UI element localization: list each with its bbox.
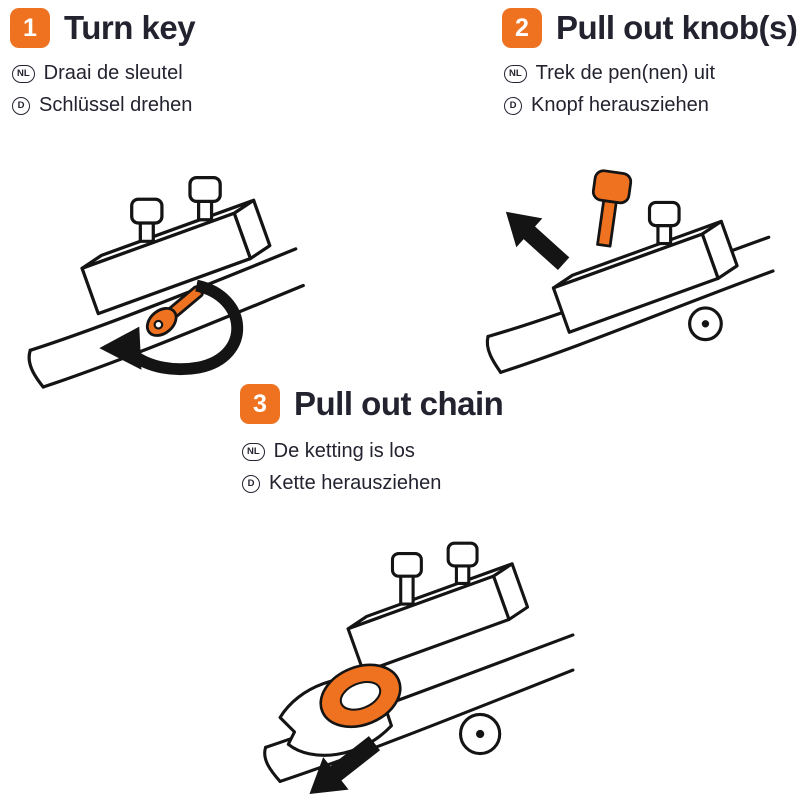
pulled-knob-icon <box>591 169 633 248</box>
translation-text: Schlüssel drehen <box>39 94 193 116</box>
knob-icon <box>647 200 681 246</box>
lang-badge-de: D <box>504 96 522 115</box>
translation-text: Knopf herausziehen <box>531 94 709 116</box>
translation-row: D Schlüssel drehen <box>12 94 192 117</box>
step-3-header: 3 Pull out chain <box>240 384 504 424</box>
key-icon <box>145 285 204 337</box>
translation-row: NL De ketting is los <box>242 440 441 463</box>
step-title: Pull out knob(s) <box>556 9 798 46</box>
lock-body-icon <box>346 562 530 674</box>
lang-badge-de: D <box>12 96 30 115</box>
wheel-icon <box>458 712 502 756</box>
step-title: Turn key <box>64 9 196 46</box>
translation-text: Trek de pen(nen) uit <box>535 62 716 84</box>
translation-text: De ketting is los <box>273 440 415 462</box>
translation-row: NL Trek de pen(nen) uit <box>504 62 715 85</box>
lock-body-icon <box>551 219 739 334</box>
step-number-badge: 3 <box>240 384 280 424</box>
rotate-arrow-icon <box>99 279 244 376</box>
chain-ring-icon <box>319 663 402 729</box>
wheel-icon <box>688 306 723 342</box>
step-number-badge: 2 <box>502 8 542 48</box>
step-title: Pull out chain <box>294 385 504 422</box>
translation-text: Draai de sleutel <box>43 62 183 84</box>
lang-badge-nl: NL <box>504 64 527 83</box>
translation-row: D Kette herausziehen <box>242 472 441 495</box>
frame-tube-icon <box>27 247 305 389</box>
knob-icon <box>390 541 479 606</box>
step-2-translations: NL Trek de pen(nen) uit D Knopf herauszi… <box>504 62 715 117</box>
lang-badge-nl: NL <box>12 64 35 83</box>
lock-knob-pull-illustration <box>485 142 775 380</box>
pull-arrow-icon <box>505 211 570 271</box>
lock-chain-pull-illustration <box>245 505 575 799</box>
lang-badge-de: D <box>242 474 260 493</box>
step-2-header: 2 Pull out knob(s) <box>502 8 798 48</box>
lang-badge-nl: NL <box>242 442 265 461</box>
translation-row: D Knopf herausziehen <box>504 94 715 117</box>
step-1-translations: NL Draai de sleutel D Schlüssel drehen <box>12 62 192 117</box>
translation-row: NL Draai de sleutel <box>12 62 192 85</box>
step-number-badge: 1 <box>10 8 50 48</box>
pull-arrow-icon <box>309 736 381 794</box>
step-3-translations: NL De ketting is los D Kette herausziehe… <box>242 440 441 495</box>
lock-key-turn-illustration <box>27 128 305 389</box>
translation-text: Kette herausziehen <box>269 472 442 494</box>
knob-icon <box>130 176 222 243</box>
step-1-header: 1 Turn key <box>10 8 196 48</box>
